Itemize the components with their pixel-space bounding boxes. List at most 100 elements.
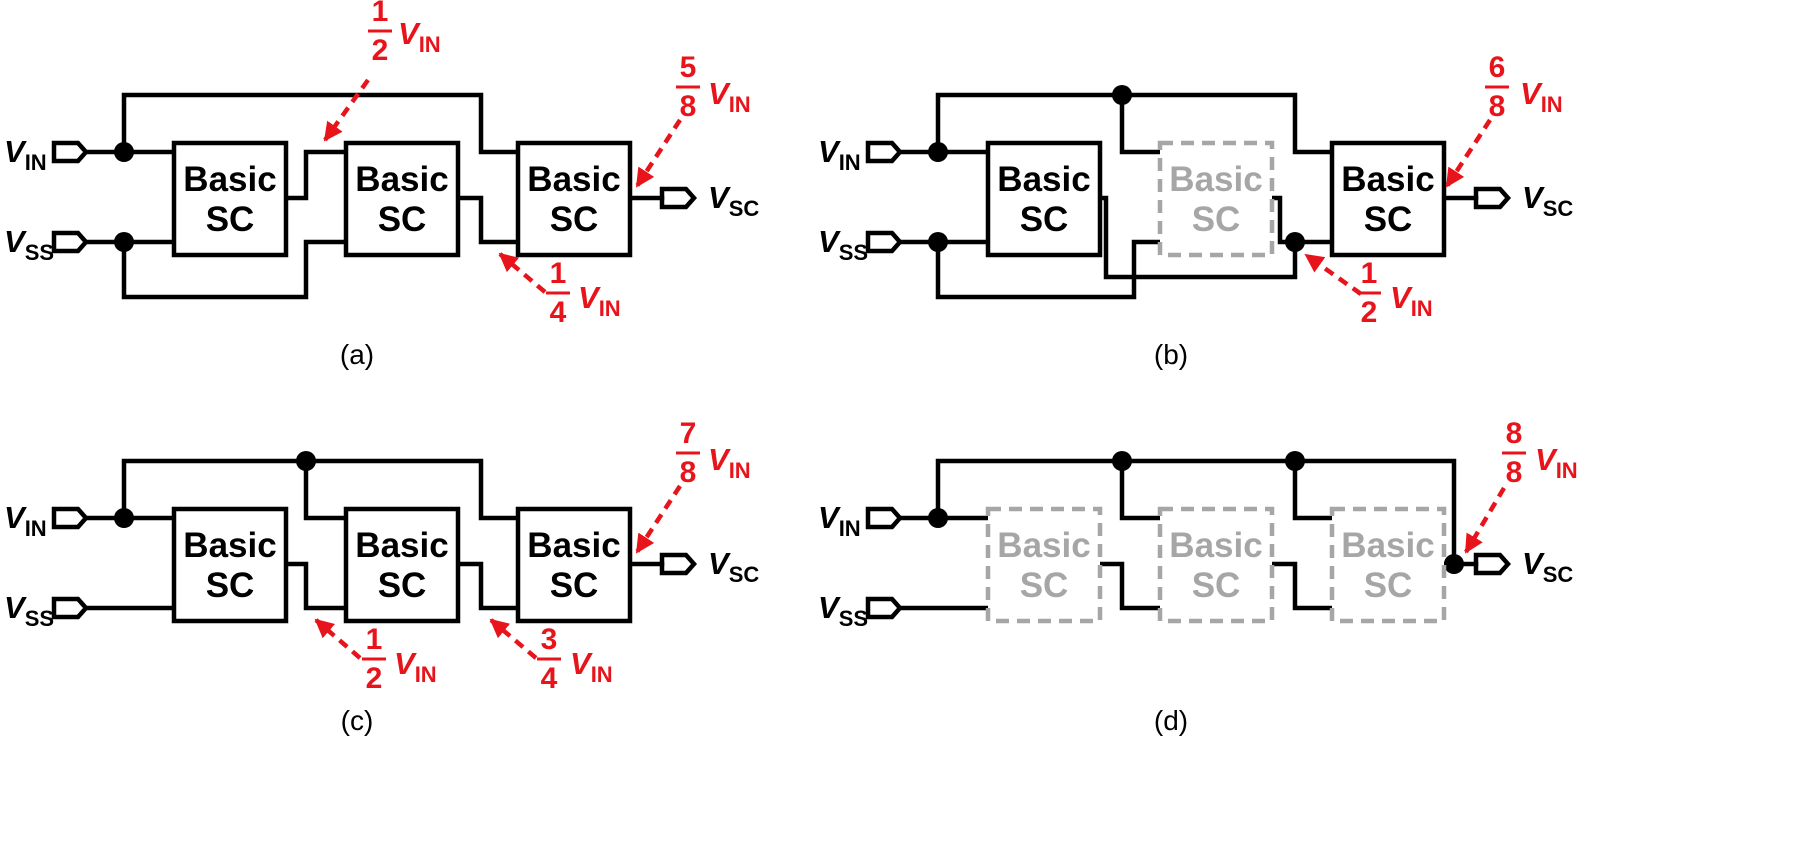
block-label-line2: SC [1192, 566, 1241, 605]
fraction-denominator: 4 [550, 296, 567, 329]
annotation-voltage: VIN [578, 280, 621, 321]
annotation-voltage: VIN [708, 76, 751, 117]
block-outline [343, 506, 461, 624]
fraction-numerator: 5 [680, 51, 697, 84]
block-label-line1: Basic [355, 526, 448, 565]
annotation-voltage: VIN [1390, 280, 1433, 321]
vin-label: VIN [4, 500, 47, 541]
fraction-denominator: 8 [1489, 90, 1506, 123]
wire [121, 458, 521, 521]
vin-label: VIN [818, 500, 861, 541]
block-outline [515, 140, 633, 258]
block-label-line1: Basic [183, 526, 276, 565]
block-label-line2: SC [1364, 566, 1413, 605]
block-outline [985, 506, 1103, 624]
output-port-icon [1473, 552, 1512, 576]
annotation-arrow [1304, 253, 1363, 296]
wire [935, 239, 1163, 300]
block-label-line2: SC [378, 566, 427, 605]
block-label-line1: Basic [997, 526, 1090, 565]
block-outline [985, 140, 1103, 258]
input-port-icon [51, 140, 90, 164]
block-outline [515, 506, 633, 624]
fraction-numerator: 1 [550, 257, 567, 290]
vss-label: VSS [4, 224, 54, 265]
fraction-numerator: 1 [1361, 257, 1378, 290]
junction-dot [1444, 554, 1464, 574]
fraction-denominator: 8 [680, 456, 697, 489]
vsc-label: VSC [1522, 546, 1573, 587]
fraction-denominator: 4 [541, 662, 558, 695]
output-port-icon [659, 552, 698, 576]
block-label-line1: Basic [997, 160, 1090, 199]
wire [121, 239, 349, 300]
wire [1119, 92, 1163, 155]
fraction-denominator: 2 [366, 662, 383, 695]
annotation-voltage: VIN [394, 646, 437, 687]
block-label-line1: Basic [355, 160, 448, 199]
voltage-annotation-3: 5 8 VIN [635, 51, 751, 188]
wire [1292, 458, 1335, 521]
input-port-icon [865, 230, 904, 254]
wire [439, 561, 521, 611]
annotation-arrow [314, 618, 362, 660]
panel-caption: (a) [340, 339, 374, 370]
wire [303, 458, 349, 521]
annotation-arrow [1464, 486, 1506, 554]
vss-label: VSS [4, 590, 54, 631]
input-port-icon [865, 140, 904, 164]
annotation-arrow [635, 118, 682, 188]
panel-caption: (b) [1154, 339, 1188, 370]
block-label-line2: SC [550, 200, 599, 239]
input-port-icon [51, 596, 90, 620]
junction-dot [114, 142, 134, 162]
block-label-line2: SC [206, 200, 255, 239]
junction-dot [1285, 451, 1305, 471]
block-outline [1157, 506, 1275, 624]
fraction-numerator: 1 [372, 0, 389, 28]
block-label-line2: SC [206, 566, 255, 605]
output-port-icon [659, 186, 698, 210]
annotation-arrow [1445, 118, 1492, 188]
input-port-icon [51, 230, 90, 254]
block-outline [343, 140, 461, 258]
junction-dot [114, 232, 134, 252]
block-outline [1329, 506, 1447, 624]
block-outline [171, 506, 289, 624]
block-outline [1329, 140, 1447, 258]
fraction-denominator: 8 [680, 90, 697, 123]
fraction-numerator: 6 [1489, 51, 1506, 84]
fraction-numerator: 3 [541, 623, 558, 656]
input-port-icon [865, 506, 904, 530]
fraction-numerator: 8 [1506, 417, 1523, 450]
annotation-voltage: VIN [570, 646, 613, 687]
wire [1081, 561, 1163, 611]
junction-dot [1285, 232, 1305, 252]
vsc-label: VSC [708, 546, 759, 587]
junction-dot [296, 451, 316, 471]
wire [1119, 458, 1163, 521]
block-label-line2: SC [1364, 200, 1413, 239]
block-outline [171, 140, 289, 258]
vss-label: VSS [818, 590, 868, 631]
fraction-denominator: 2 [372, 34, 389, 67]
annotation-voltage: VIN [1520, 76, 1563, 117]
annotation-voltage: VIN [708, 442, 751, 483]
input-port-icon [865, 596, 904, 620]
voltage-annotation-2: 3 4 VIN [489, 618, 613, 695]
voltage-annotation-2: 1 4 VIN [498, 252, 621, 329]
